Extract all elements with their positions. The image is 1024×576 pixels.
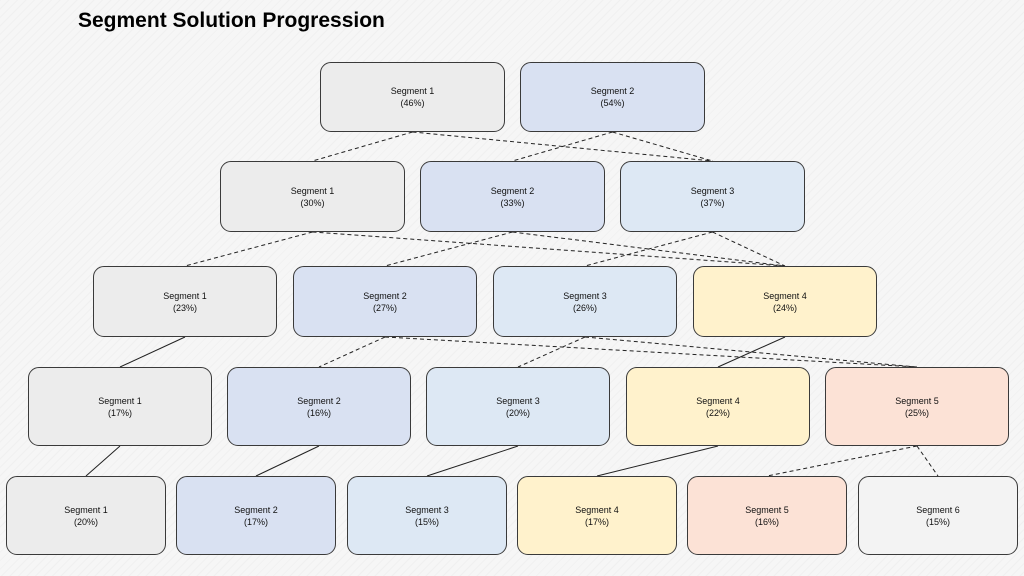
segment-percentage: (33%) — [500, 197, 525, 208]
connector-L4S3-to-L5S3 — [426, 445, 519, 477]
segment-label: Segment 4 — [575, 504, 619, 515]
segment-node-level-2-segment-2: Segment 2(33%) — [420, 161, 605, 232]
connector-L3S4-to-L4S4 — [717, 336, 786, 368]
segment-label: Segment 5 — [895, 395, 939, 406]
segment-label: Segment 1 — [98, 395, 142, 406]
segment-percentage: (46%) — [400, 98, 425, 108]
segment-label: Segment 1 — [64, 504, 108, 515]
segment-percentage: (17%) — [243, 516, 268, 527]
segment-percentage: (27%) — [372, 302, 397, 313]
segment-label: Segment 3 — [496, 395, 540, 406]
segment-node-level-5-segment-4: Segment 4(17%) — [517, 476, 677, 555]
connector-L4S1-to-L5S1 — [85, 445, 121, 477]
segment-label: Segment 3 — [690, 185, 735, 196]
connector-L3S2-to-L4S5 — [384, 336, 918, 368]
segment-node-level-3-segment-3: Segment 3(26%) — [493, 266, 677, 337]
segment-percentage: (17%) — [584, 516, 609, 527]
segment-percentage: (25%) — [904, 407, 929, 418]
segment-label: Segment 1 — [290, 185, 335, 196]
segment-percentage: (20%) — [73, 516, 98, 527]
segment-node-level-4-segment-2: Segment 2(16%) — [227, 367, 411, 446]
connector-L2S1-to-L3S1 — [184, 231, 313, 267]
connector-L3S1-to-L4S1 — [119, 336, 186, 368]
connector-L4S4-to-L5S4 — [596, 445, 719, 477]
segment-node-level-5-segment-3: Segment 3(15%) — [347, 476, 507, 555]
segment-label: Segment 1 — [163, 290, 207, 301]
segment-label: Segment 6 — [916, 504, 960, 515]
segment-percentage: (24%) — [772, 302, 797, 313]
segment-label: Segment 2 — [363, 290, 407, 301]
segment-node-level-4-segment-5: Segment 5(25%) — [825, 367, 1009, 446]
segment-percentage: (16%) — [306, 407, 331, 418]
connector-L1S2-to-L2S2 — [512, 131, 613, 162]
segment-label: Segment 3 — [563, 290, 607, 301]
segment-percentage: (16%) — [754, 516, 779, 527]
segment-node-level-5-segment-5: Segment 5(16%) — [687, 476, 847, 555]
segment-node-level-5-segment-2: Segment 2(17%) — [176, 476, 336, 555]
connector-L2S3-to-L3S4 — [712, 231, 786, 267]
connector-L3S2-to-L4S2 — [318, 336, 386, 368]
connector-L2S2-to-L3S4 — [512, 231, 786, 267]
segment-node-level-3-segment-4: Segment 4(24%) — [693, 266, 877, 337]
segment-label: Segment 2 — [490, 185, 535, 196]
segment-label: Segment 2 — [590, 86, 635, 96]
connector-L4S5-to-L5S6 — [916, 445, 939, 477]
segment-node-level-1-segment-1: Segment 1 (46%) — [320, 62, 505, 132]
segment-percentage: (23%) — [172, 302, 197, 313]
segment-label: Segment 2 — [297, 395, 341, 406]
segment-node-level-5-segment-1: Segment 1(20%) — [6, 476, 166, 555]
connector-L4S2-to-L5S2 — [255, 445, 320, 477]
connector-L2S2-to-L3S2 — [384, 231, 513, 267]
diagram-title: Segment Solution Progression — [78, 9, 385, 32]
segment-label: Segment 3 — [405, 504, 449, 515]
segment-percentage: (15%) — [414, 516, 439, 527]
segment-percentage: (37%) — [700, 197, 725, 208]
segment-label: Segment 1 — [390, 86, 435, 96]
segment-node-level-1-segment-2: Segment 2 (54%) — [520, 62, 705, 132]
segment-node-level-2-segment-3: Segment 3(37%) — [620, 161, 805, 232]
segment-label: Segment 4 — [696, 395, 740, 406]
segment-label: Segment 2 — [234, 504, 278, 515]
connector-L3S3-to-L4S3 — [517, 336, 586, 368]
connector-L1S1-to-L2S1 — [312, 131, 413, 162]
segment-node-level-4-segment-3: Segment 3(20%) — [426, 367, 610, 446]
segment-percentage: (17%) — [107, 407, 132, 418]
segment-percentage: (54%) — [600, 98, 625, 108]
connector-L2S3-to-L3S3 — [584, 231, 713, 267]
segment-node-level-3-segment-1: Segment 1(23%) — [93, 266, 277, 337]
segment-percentage: (26%) — [572, 302, 597, 313]
segment-label: Segment 5 — [745, 504, 789, 515]
connector-L2S1-to-L3S4 — [312, 231, 786, 267]
segment-percentage: (15%) — [925, 516, 950, 527]
segment-node-level-4-segment-1: Segment 1(17%) — [28, 367, 212, 446]
segment-node-level-5-segment-6: Segment 6(15%) — [858, 476, 1018, 555]
segment-percentage: (22%) — [705, 407, 730, 418]
connector-L1S2-to-L2S3 — [612, 131, 713, 162]
segment-node-level-3-segment-2: Segment 2(27%) — [293, 266, 477, 337]
segment-node-level-2-segment-1: Segment 1(30%) — [220, 161, 405, 232]
segment-percentage: (20%) — [505, 407, 530, 418]
segment-percentage: (30%) — [300, 197, 325, 208]
segment-label: Segment 4 — [763, 290, 807, 301]
segment-node-level-4-segment-4: Segment 4(22%) — [626, 367, 810, 446]
connector-L4S5-to-L5S5 — [766, 445, 918, 477]
